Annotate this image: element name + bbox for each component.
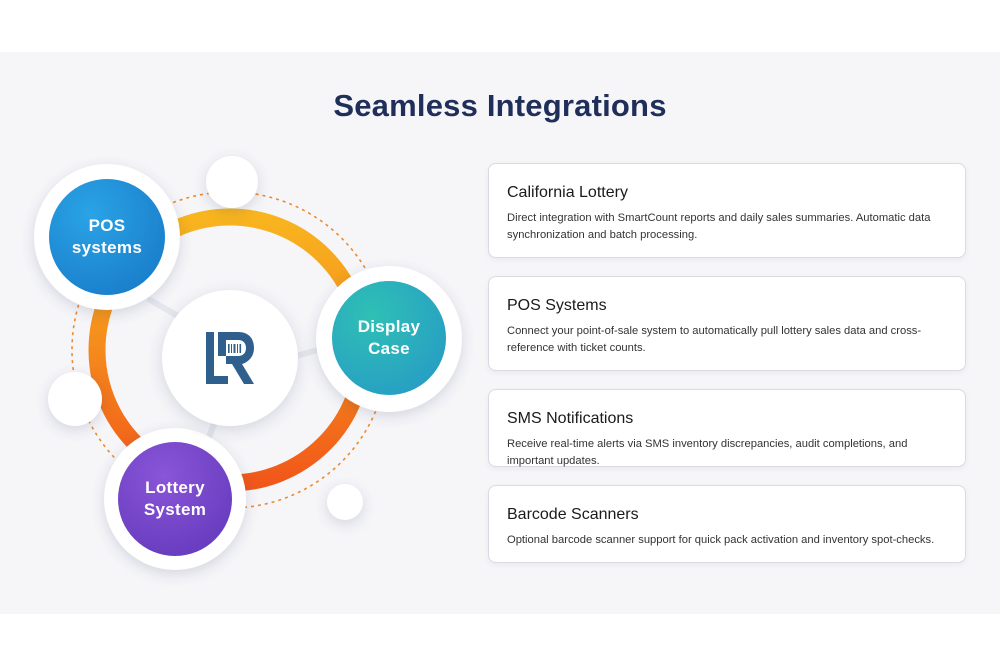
node-display-case: Display Case bbox=[316, 266, 462, 412]
node-display-label: Display Case bbox=[332, 281, 446, 395]
integration-card: SMS Notifications Receive real-time aler… bbox=[488, 389, 966, 467]
integration-card: POS Systems Connect your point-of-sale s… bbox=[488, 276, 966, 371]
page-title: Seamless Integrations bbox=[333, 88, 667, 123]
integration-card: California Lottery Direct integration wi… bbox=[488, 163, 966, 258]
node-lottery-system: Lottery System bbox=[104, 428, 246, 570]
lr-logo-icon bbox=[206, 332, 254, 384]
card-description: Connect your point-of-sale system to aut… bbox=[507, 325, 922, 354]
decor-bubble bbox=[48, 372, 102, 426]
decor-bubble bbox=[206, 156, 258, 208]
node-pos-systems: POS systems bbox=[34, 164, 180, 310]
card-title: POS Systems bbox=[507, 297, 607, 314]
card-title: SMS Notifications bbox=[507, 410, 634, 427]
integration-card: Barcode Scanners Optional barcode scanne… bbox=[488, 485, 966, 563]
hub-logo bbox=[162, 290, 298, 426]
card-title: Barcode Scanners bbox=[507, 506, 639, 523]
node-pos-label: POS systems bbox=[49, 179, 165, 295]
card-description: Receive real-time alerts via SMS invento… bbox=[507, 438, 908, 467]
card-title: California Lottery bbox=[507, 184, 628, 201]
card-description: Direct integration with SmartCount repor… bbox=[507, 212, 931, 241]
decor-bubble bbox=[327, 484, 363, 520]
card-description: Optional barcode scanner support for qui… bbox=[507, 534, 935, 546]
node-lottery-label: Lottery System bbox=[118, 442, 232, 556]
integration-diagram: POS systems Display Case Lottery System bbox=[0, 0, 480, 666]
